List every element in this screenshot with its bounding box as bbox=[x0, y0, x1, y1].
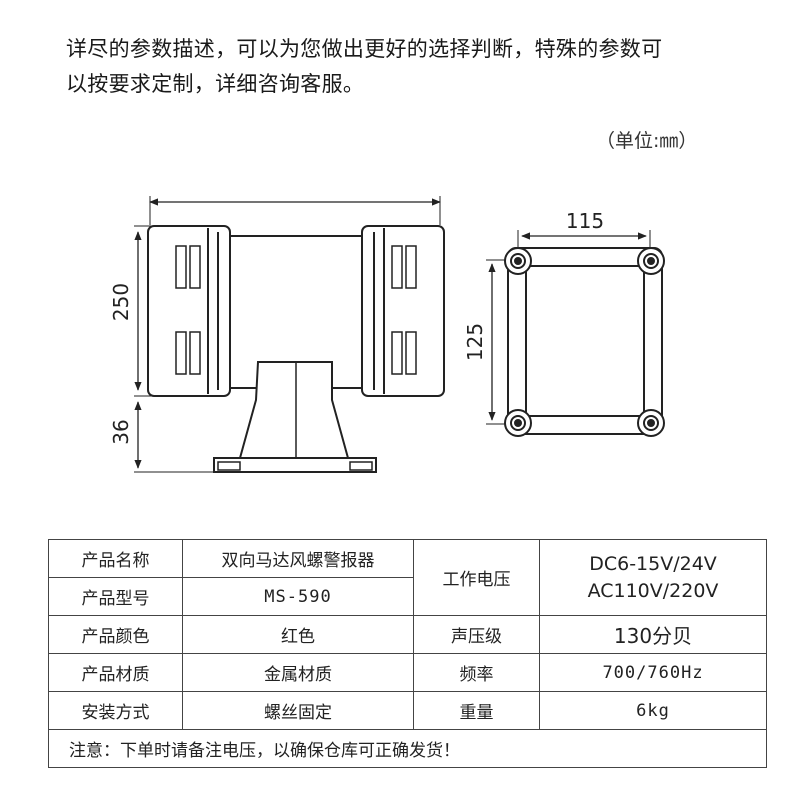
spec-value: 6kg bbox=[539, 691, 767, 730]
left-horn-housing bbox=[147, 225, 231, 397]
spec-value: MS-590 bbox=[182, 577, 414, 616]
spec-label: 频率 bbox=[413, 653, 540, 692]
mount-frame-inner bbox=[525, 265, 645, 417]
intro-line-1: 详尽的参数描述，可以为您做出更好的选择判断，特殊的参数可 bbox=[66, 37, 663, 61]
spec-label: 工作电压 bbox=[413, 539, 540, 616]
table-row: 产品名称 双向马达风螺警报器 工作电压 DC6-15V/24V AC110V/2… bbox=[48, 539, 767, 616]
base-plate bbox=[213, 457, 377, 473]
mount-height-dimension-label: 125 bbox=[463, 323, 487, 361]
table-row: 产品型号 MS-590 bbox=[48, 577, 767, 616]
intro-text: 详尽的参数描述，可以为您做出更好的选择判断，特殊的参数可 以按要求定制，详细咨询… bbox=[66, 32, 766, 102]
voltage-dc: DC6-15V/24V bbox=[589, 552, 717, 575]
siren-front-view bbox=[134, 196, 445, 473]
mount-width-dimension-label: 115 bbox=[566, 209, 604, 233]
spec-label: 产品颜色 bbox=[48, 615, 183, 654]
order-note: 注意：下单时请备注电压，以确保仓库可正确发货！ bbox=[48, 729, 767, 768]
dimension-drawing: 250 36 115 125 bbox=[109, 196, 665, 473]
spec-table: 产品名称 双向马达风螺警报器 工作电压 DC6-15V/24V AC110V/2… bbox=[48, 539, 767, 768]
unit-label: （单位:㎜） bbox=[596, 130, 698, 152]
intro-line-2: 以按要求定制，详细咨询客服。 bbox=[66, 72, 365, 96]
table-row: 产品材质 金属材质 频率 700/760Hz bbox=[48, 653, 767, 692]
screw-hole-icon bbox=[637, 409, 665, 437]
height-dimension-label: 250 bbox=[109, 283, 133, 321]
spec-label: 产品名称 bbox=[48, 539, 183, 578]
screw-hole-icon bbox=[637, 247, 665, 275]
mounting-plate-view bbox=[486, 230, 665, 437]
screw-hole-icon bbox=[504, 247, 532, 275]
table-row: 产品颜色 红色 声压级 130分贝 bbox=[48, 615, 767, 654]
spec-value: 双向马达风螺警报器 bbox=[182, 539, 414, 578]
spec-label: 产品型号 bbox=[48, 577, 183, 616]
table-row: 安装方式 螺丝固定 重量 6kg bbox=[48, 691, 767, 730]
spec-value-voltage: DC6-15V/24V AC110V/220V bbox=[539, 539, 767, 616]
spec-label: 声压级 bbox=[413, 615, 540, 654]
spec-value: 红色 bbox=[182, 615, 414, 654]
voltage-ac: AC110V/220V bbox=[587, 579, 719, 602]
spec-value: 700/760Hz bbox=[539, 653, 767, 692]
spec-label: 产品材质 bbox=[48, 653, 183, 692]
screw-hole-icon bbox=[504, 409, 532, 437]
spec-value: 130分贝 bbox=[539, 615, 767, 654]
table-row: 注意：下单时请备注电压，以确保仓库可正确发货！ bbox=[48, 729, 767, 768]
right-horn-housing bbox=[361, 225, 445, 397]
spec-value: 螺丝固定 bbox=[182, 691, 414, 730]
spec-value: 金属材质 bbox=[182, 653, 414, 692]
spec-label: 安装方式 bbox=[48, 691, 183, 730]
spec-label: 重量 bbox=[413, 691, 540, 730]
base-height-dimension-label: 36 bbox=[109, 419, 133, 444]
